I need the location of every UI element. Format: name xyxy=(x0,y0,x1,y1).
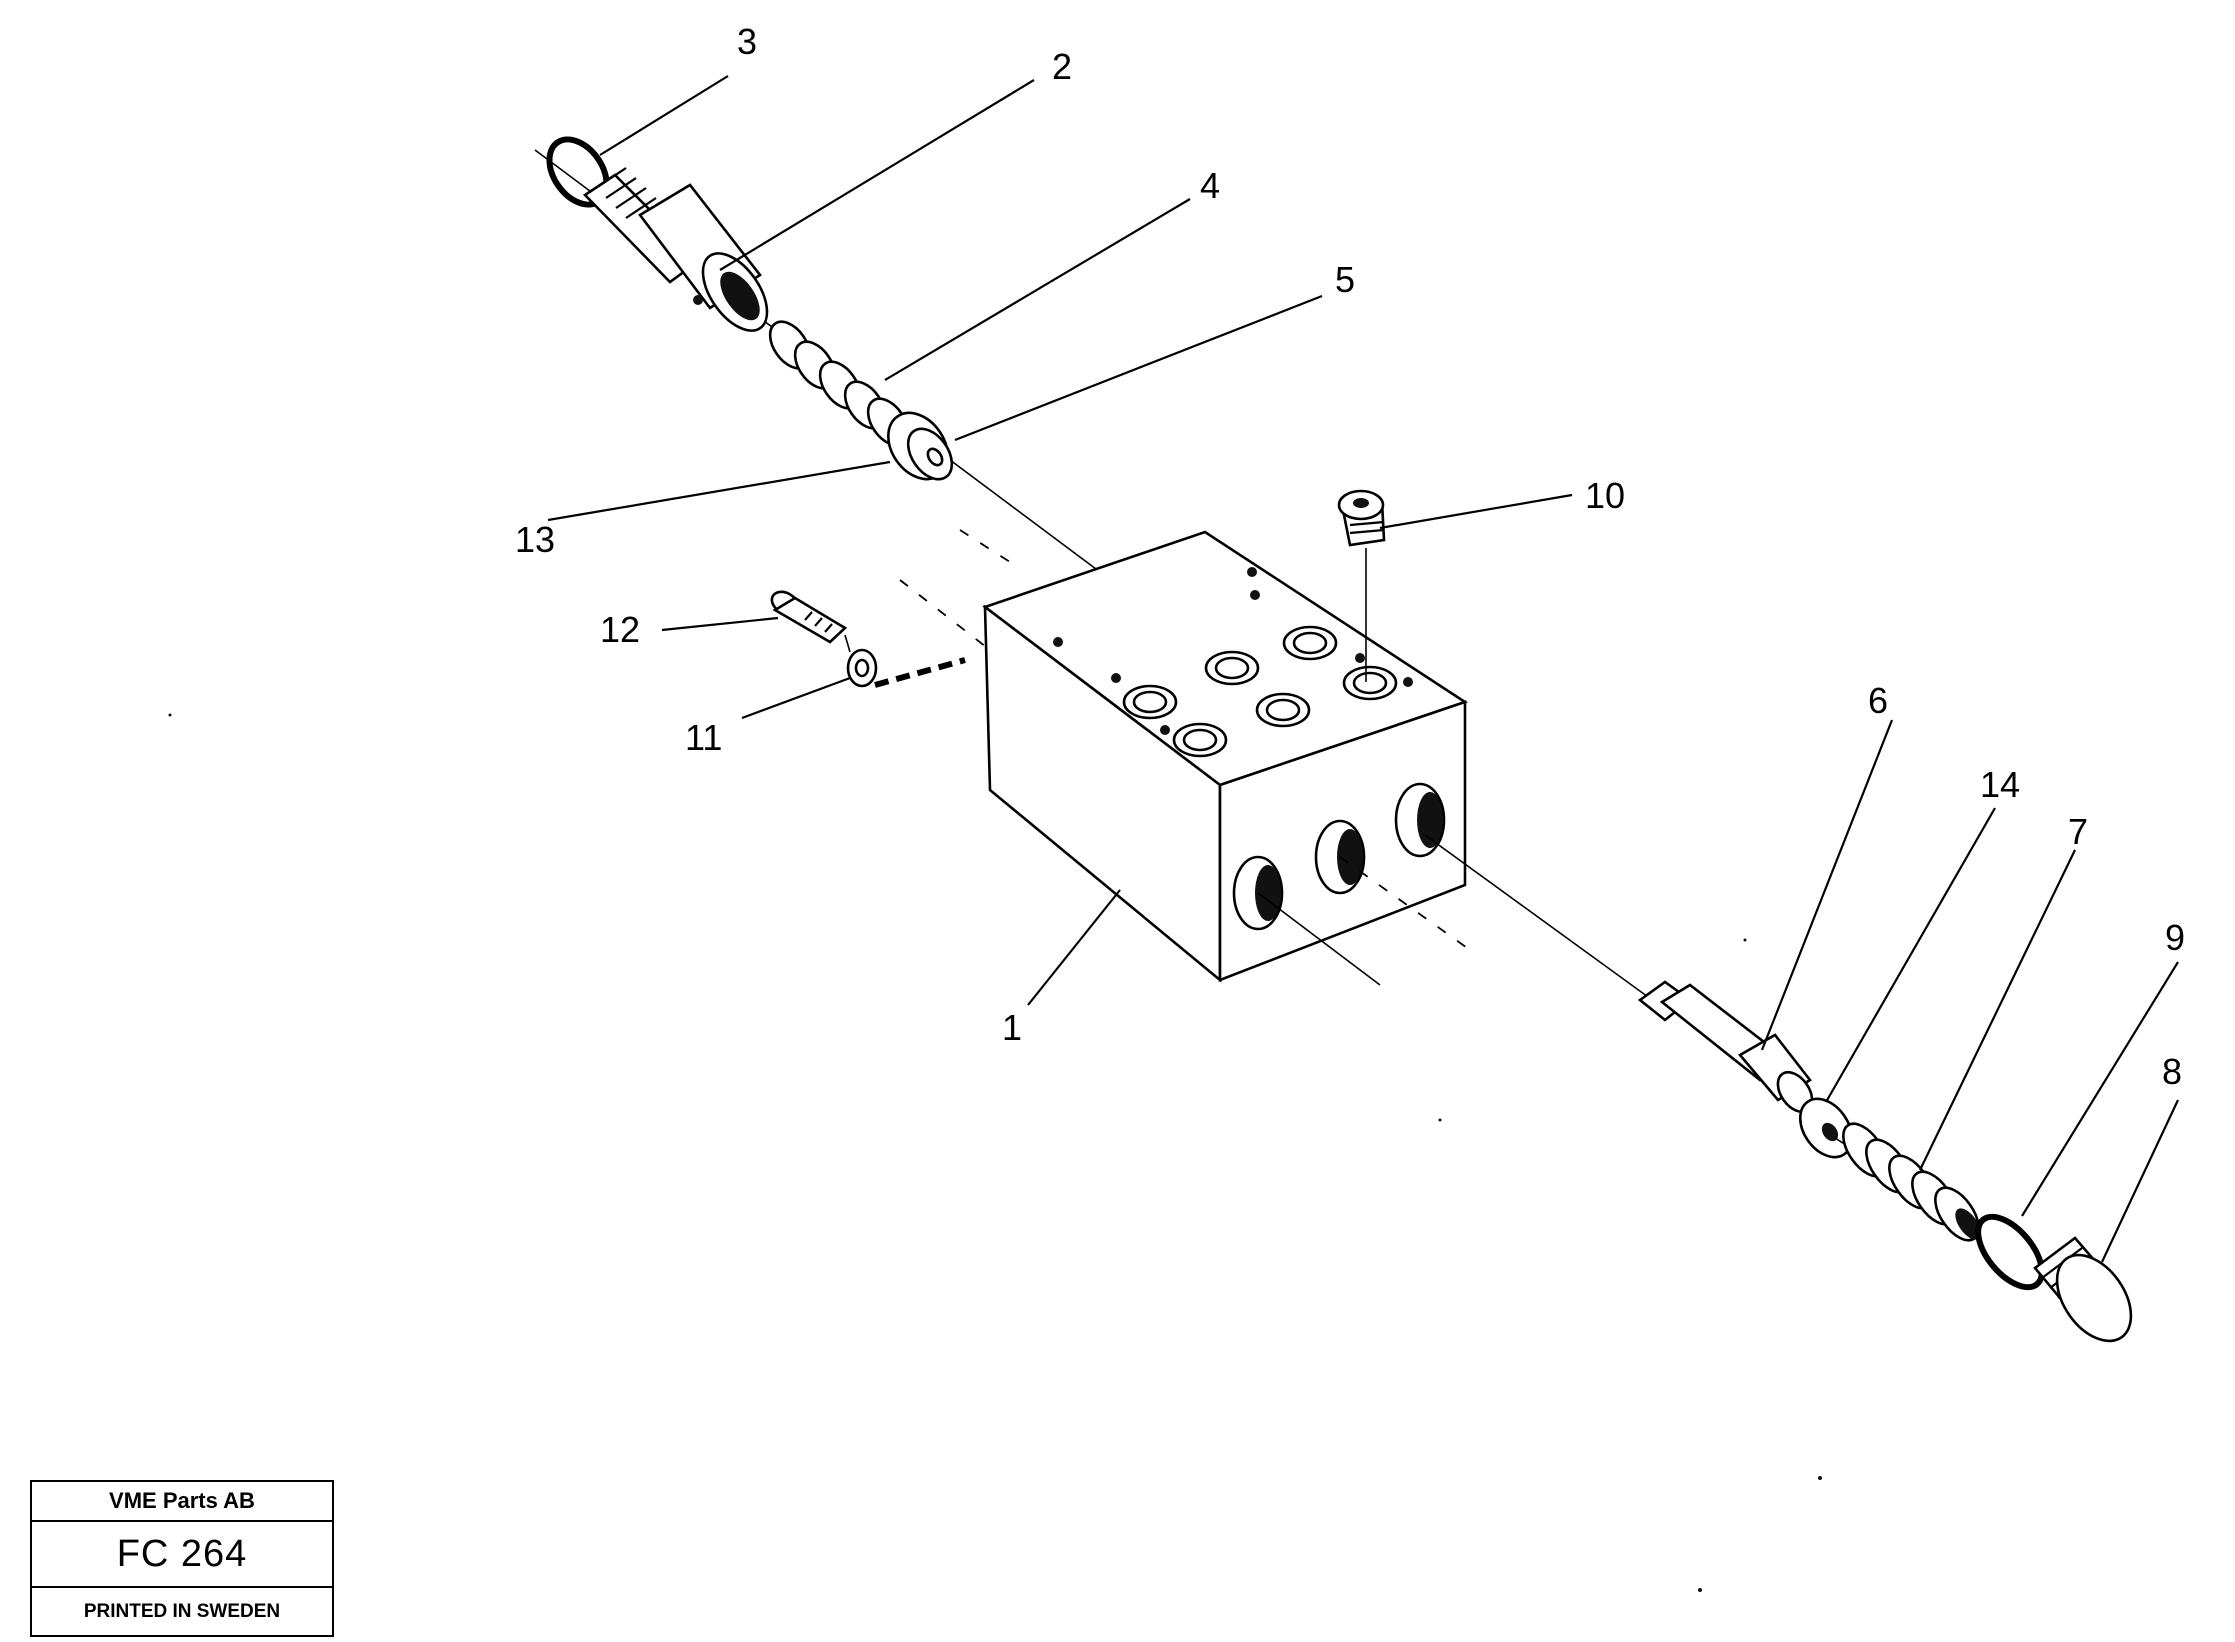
top-face-ports xyxy=(1053,567,1413,758)
construction-line xyxy=(899,579,991,651)
speck xyxy=(1743,938,1747,942)
part-7-spring xyxy=(1842,1122,1981,1242)
part-8-plug xyxy=(2033,1236,2133,1343)
part-10-plug xyxy=(1337,489,1386,682)
part-12-screw xyxy=(770,590,851,653)
construction-line xyxy=(959,529,1011,563)
callout-9: 9 xyxy=(2165,917,2185,958)
speck xyxy=(1818,1476,1822,1480)
port-axis-line xyxy=(1257,892,1381,986)
callout-4: 4 xyxy=(1200,165,1220,206)
part-1-valve-block xyxy=(982,530,1468,983)
port-axis-line xyxy=(1339,856,1471,951)
speck xyxy=(1438,1118,1442,1122)
part-4-spring xyxy=(768,320,910,447)
title-block-drawing-code: FC 264 xyxy=(32,1522,332,1588)
speck xyxy=(168,713,172,717)
title-block-printed-note: PRINTED IN SWEDEN xyxy=(83,1600,281,1622)
callout-13: 13 xyxy=(515,519,555,560)
callout-8: 8 xyxy=(2162,1051,2182,1092)
callout-7: 7 xyxy=(2068,811,2088,852)
callout-6: 6 xyxy=(1868,680,1888,721)
title-block: VME Parts AB FC 264 PRINTED IN SWEDEN xyxy=(30,1480,334,1637)
callout-3: 3 xyxy=(737,21,757,62)
callout-11: 11 xyxy=(685,717,722,758)
callout-2: 2 xyxy=(1052,46,1072,87)
callout-5: 5 xyxy=(1335,259,1355,300)
part-2-cartridge xyxy=(582,167,769,332)
callout-1: 1 xyxy=(1002,1007,1022,1048)
side-face-ports xyxy=(1232,782,1446,931)
callout-12: 12 xyxy=(600,609,640,650)
lower-axis-line xyxy=(1424,834,1656,1003)
part-5-washer xyxy=(887,411,954,481)
part-9-o-ring xyxy=(1975,1213,2045,1291)
part-6-poppet xyxy=(1637,980,1814,1114)
callout-14: 14 xyxy=(1980,764,2020,805)
part-14-washer xyxy=(1798,1097,1854,1159)
title-block-company: VME Parts AB xyxy=(32,1482,332,1522)
leader-lines xyxy=(547,75,2179,1263)
screw-axis-line xyxy=(874,657,966,688)
part-11-washer xyxy=(846,648,878,688)
callout-10: 10 xyxy=(1585,475,1625,516)
speck xyxy=(1698,1588,1702,1592)
